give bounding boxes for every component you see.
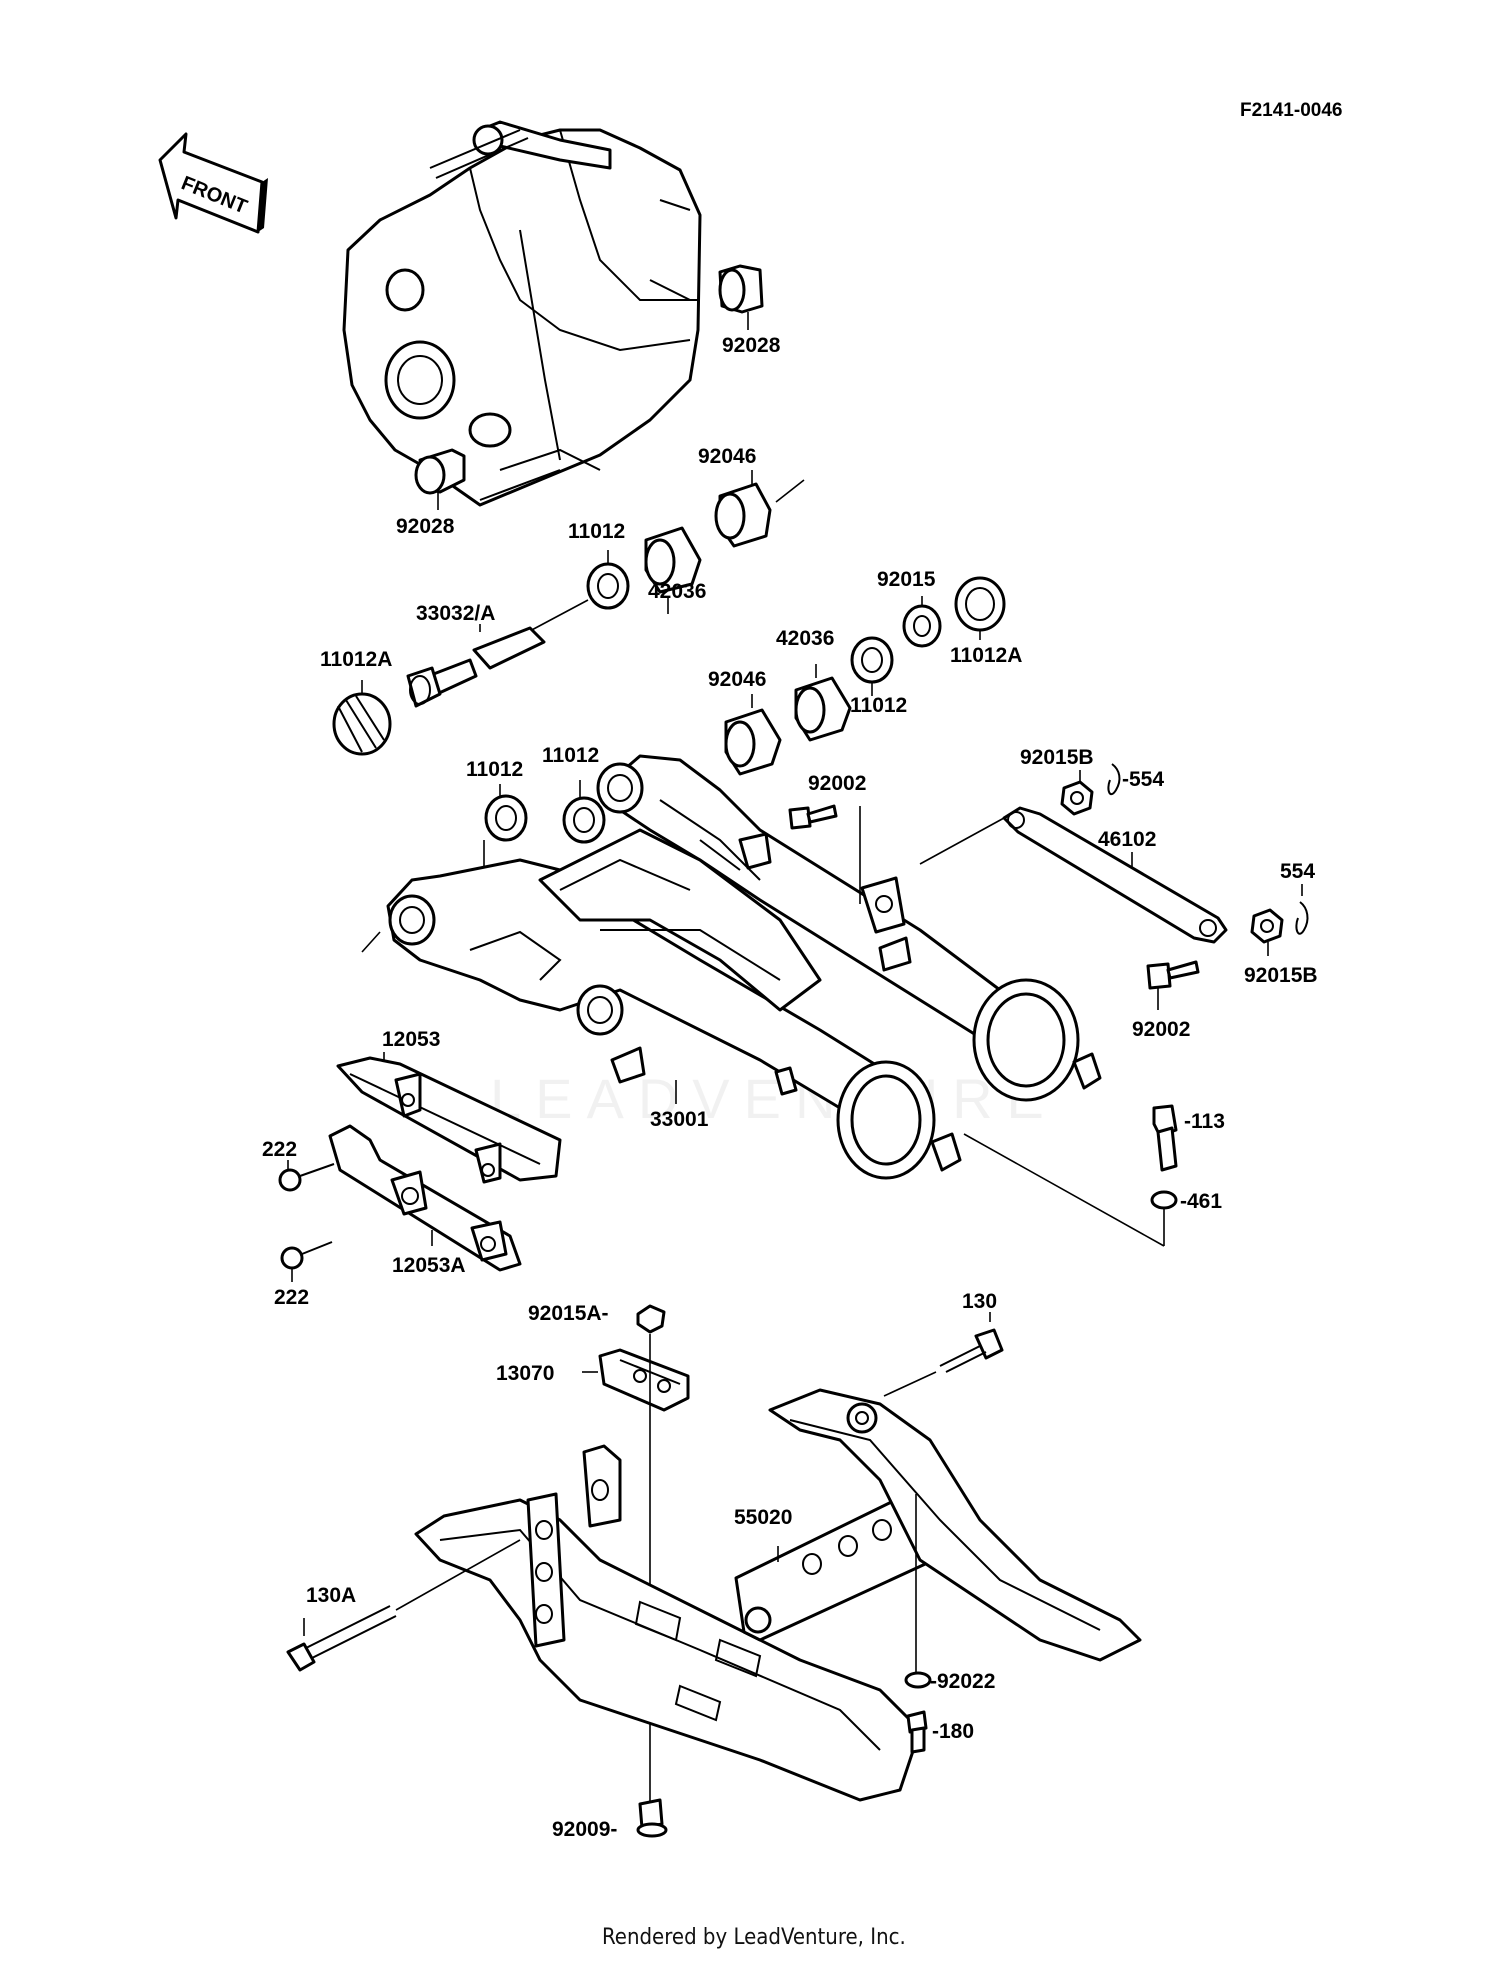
- bolt-130: [883, 1312, 1004, 1397]
- bolt-92002-upper: [788, 804, 861, 904]
- part-label-92002-lower: 92002: [1132, 1018, 1190, 1041]
- part-label-92015b-upper: 92015B: [1020, 746, 1094, 769]
- screw-222-lower: [280, 1241, 333, 1282]
- diagram-code: F2141-0046: [1240, 100, 1342, 121]
- part-label-42036-mid: 42036: [776, 627, 834, 650]
- bolt-113: [1152, 1104, 1178, 1172]
- screw-222-upper: [278, 1160, 335, 1192]
- part-label-11012a-right: 11012A: [950, 644, 1022, 667]
- part-label-33032a: 33032/A: [416, 602, 495, 625]
- part-label-11012-mid: 11012: [850, 694, 907, 717]
- chain-guard-55020: [414, 1388, 1142, 1802]
- sleeve-42036-mid: [794, 664, 852, 742]
- tie-rod-46102: [919, 806, 1228, 944]
- chain-guide-12053A: [328, 1124, 522, 1272]
- pivot-shaft-33032: [406, 624, 546, 708]
- washer-92022: [904, 1671, 932, 1689]
- bolt-92002-lower: [1146, 960, 1200, 1010]
- part-label-130a: 130A: [306, 1584, 356, 1607]
- seal-11012-left-b: [562, 780, 606, 844]
- part-label-554-upper: -554: [1122, 768, 1164, 791]
- part-label-11012-left-a: 11012: [466, 758, 523, 781]
- chain-guide-12053: [336, 1052, 562, 1184]
- part-label-92015a: 92015A-: [528, 1302, 609, 1325]
- part-label-92028-upper: 92028: [722, 334, 781, 357]
- part-label-11012a-left: 11012A: [320, 648, 392, 671]
- nut-92015B-lower: [1250, 908, 1284, 956]
- screw-92009: [636, 1798, 668, 1838]
- part-label-46102: 46102: [1098, 828, 1156, 851]
- swingarm-33001: [361, 754, 1102, 1180]
- seal-11012-left-a: [483, 784, 528, 880]
- bolt-180: [906, 1710, 928, 1754]
- part-label-11012-upper: 11012: [568, 520, 625, 543]
- cap-11012A-left: [332, 680, 392, 756]
- part-label-180: -180: [932, 1720, 974, 1743]
- part-label-461: -461: [1180, 1190, 1222, 1213]
- part-label-92028-lower: 92028: [396, 515, 455, 538]
- watermark: LEADVENTURE: [490, 1067, 1058, 1130]
- part-label-92015b-lower: 92015B: [1244, 964, 1318, 987]
- nut-92015A: [636, 1304, 666, 1334]
- part-label-113: -113: [1184, 1110, 1225, 1133]
- needle-bearing-92046-mid: [724, 694, 782, 776]
- washer-92015: [902, 596, 942, 648]
- part-label-11012-left-b: 11012: [542, 744, 599, 767]
- slider-block-13070: [582, 1348, 690, 1412]
- seal-11012-mid: [850, 636, 894, 696]
- part-label-13070: 13070: [496, 1362, 554, 1385]
- engine-case: [342, 120, 702, 507]
- part-label-92015: 92015: [877, 568, 936, 591]
- cap-11012A-right: [954, 576, 1006, 640]
- footer-credit: Rendered by LeadVenture, Inc.: [602, 1925, 906, 1950]
- part-label-33001: 33001: [650, 1108, 709, 1131]
- part-label-92046-mid: 92046: [708, 668, 766, 691]
- part-label-12053a: 12053A: [392, 1254, 466, 1277]
- front-arrow: FRONT: [158, 132, 268, 234]
- part-label-554-lower: 554: [1280, 860, 1315, 883]
- part-label-222-upper: 222: [262, 1138, 297, 1161]
- part-label-92046-upper: 92046: [698, 445, 756, 468]
- part-label-92022: -92022: [930, 1670, 995, 1693]
- collar-92028-upper: [718, 264, 764, 330]
- part-label-130: 130: [962, 1290, 997, 1313]
- cotter-pin-554-lower: [1295, 884, 1309, 935]
- part-label-92002-upper: 92002: [808, 772, 866, 795]
- bolt-130A: [286, 1539, 521, 1672]
- washer-461: [963, 1133, 1178, 1247]
- part-label-55020: 55020: [734, 1506, 792, 1529]
- needle-bearing-92046-upper: [714, 470, 805, 548]
- sleeve-42036-upper: [644, 526, 702, 614]
- part-label-92009: 92009-: [552, 1818, 617, 1841]
- collar-92028-lower: [414, 448, 466, 510]
- part-label-42036-upper: 42036: [648, 580, 706, 603]
- part-label-12053: 12053: [382, 1028, 440, 1051]
- nut-92015B-upper: [1060, 770, 1094, 816]
- part-label-222-lower: 222: [274, 1286, 309, 1309]
- seal-11012-upper: [527, 550, 630, 633]
- cotter-pin-554-upper: [1107, 763, 1121, 796]
